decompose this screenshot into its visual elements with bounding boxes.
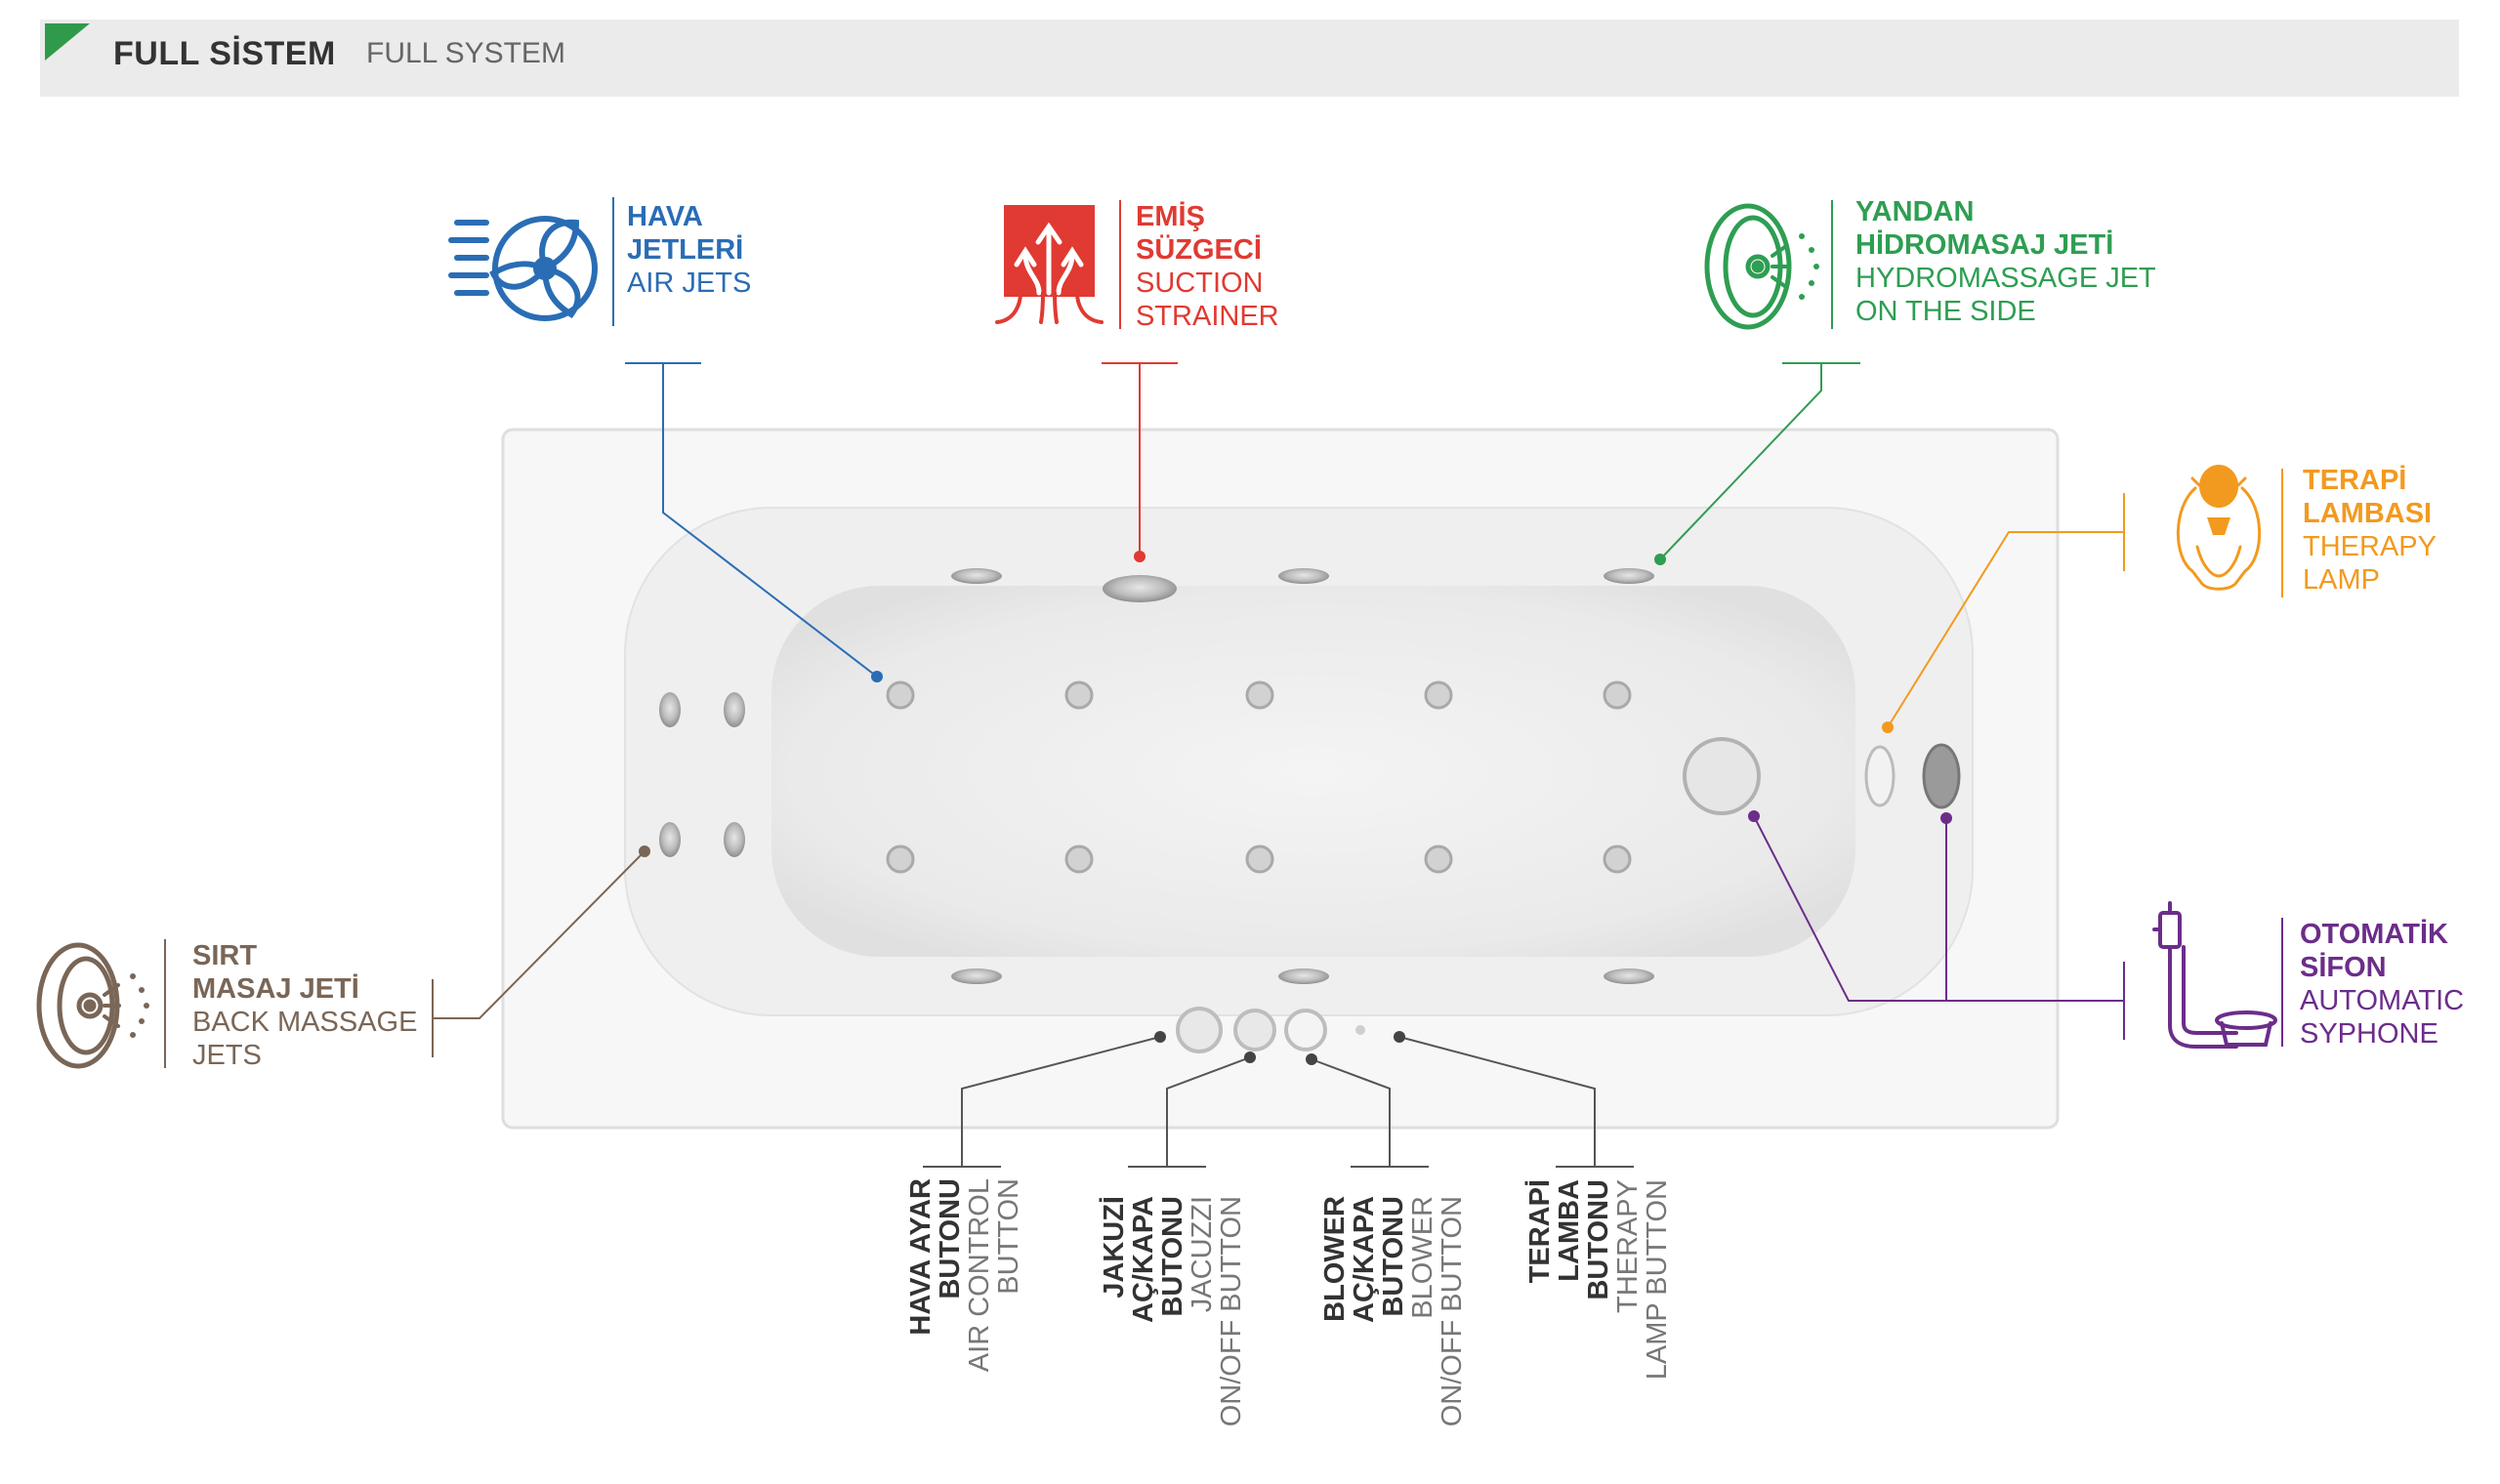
tub-right-fittings — [1683, 737, 1961, 815]
side-jet-title-tr-1: YANDAN — [1855, 196, 1975, 227]
therapy-lamp-leader — [1887, 493, 2125, 728]
air-jets-title-tr-1: HAVA — [627, 201, 703, 232]
therapy-lamp-divider — [2281, 469, 2283, 598]
air-jet-grid — [886, 680, 1632, 874]
side-jet-leader — [1659, 362, 1860, 560]
rim-jets — [951, 568, 1654, 984]
therapy-lamp-button-label: TERAPİ LAMBA BUTONU THERAPY LAMP BUTTON — [1524, 1179, 1673, 1396]
jacuzzi-tr-3: BUTONU — [1157, 1196, 1188, 1317]
side-jet-title-tr-2: HİDROMASAJ JETİ — [1855, 229, 2114, 261]
side-jet-label: YANDAN HİDROMASAJ JETİ HYDROMASSAGE JET … — [1855, 195, 2156, 328]
syphon-divider — [2281, 918, 2283, 1047]
side-hydromassage-jet-icon — [1704, 203, 1819, 330]
therapy-lamp-title-tr-1: TERAPİ — [2303, 465, 2407, 496]
back-jets-title-en-1: BACK MASSAGE — [192, 1007, 418, 1038]
page-subtitle: FULL SYSTEM — [366, 37, 565, 69]
therapy-lamp-title-tr-2: LAMBASI — [2303, 498, 2433, 529]
suction-divider — [1119, 200, 1121, 329]
blower-tr-3: BUTONU — [1378, 1196, 1409, 1317]
back-jets — [659, 692, 745, 857]
jacuzzi-tr-2: AÇ/KAPA — [1128, 1196, 1159, 1323]
air-control-button-label: HAVA AYAR BUTONU AIR CONTROL BUTTON — [905, 1178, 1024, 1388]
back-jets-title-en-2: JETS — [192, 1040, 262, 1071]
suction-title-tr-2: SÜZGECİ — [1136, 234, 1262, 266]
leader-dots — [639, 551, 1952, 1065]
jacuzzi-en-1: JACUZZI — [1187, 1196, 1218, 1313]
therapy-lamp-button-tr-2: LAMBA — [1554, 1179, 1585, 1282]
fan-icon — [448, 216, 598, 321]
therapy-lamp-button-en-1: THERAPY — [1612, 1179, 1644, 1313]
air-control-tr-1: HAVA AYAR — [905, 1178, 937, 1336]
button-leaders — [923, 1036, 1634, 1168]
syphon-drain — [1922, 743, 1961, 809]
suction-title-en-2: STRAINER — [1136, 301, 1279, 332]
therapy-lamp-button-en-2: LAMP BUTTON — [1642, 1179, 1673, 1381]
syphon-label: OTOMATİK SİFON AUTOMATIC SYPHONE — [2300, 918, 2464, 1051]
automatic-syphon-icon — [2152, 901, 2277, 1049]
jacuzzi-button-label: JAKUZİ AÇ/KAPA BUTONU JACUZZI ON/OFF BUT… — [1099, 1196, 1247, 1430]
back-jets-title-tr-1: SIRT — [192, 940, 258, 971]
side-jet-title-en-1: HYDROMASSAGE JET — [1855, 263, 2156, 294]
therapy-lamp-button-tr-3: BUTONU — [1583, 1179, 1614, 1300]
bathtub — [501, 428, 2060, 1130]
suction-title-tr-1: EMİŞ — [1136, 201, 1205, 232]
therapy-lamp — [1864, 745, 1896, 807]
suction-leader — [1102, 362, 1178, 556]
therapy-lamp-label: TERAPİ LAMBASI THERAPY LAMP — [2303, 464, 2437, 597]
syphon-leader — [1753, 815, 2125, 1040]
therapy-lamp-icon — [2176, 465, 2262, 591]
blower-tr-2: AÇ/KAPA — [1349, 1196, 1380, 1323]
back-jets-label: SIRT MASAJ JETİ BACK MASSAGE JETS — [192, 939, 417, 1072]
therapy-lamp-title-en-1: THERAPY — [2303, 531, 2437, 562]
jacuzzi-en-2: ON/OFF BUTTON — [1216, 1196, 1247, 1427]
syphon-title-tr-1: OTOMATİK — [2300, 919, 2448, 950]
side-jet-title-en-2: ON THE SIDE — [1855, 296, 2036, 327]
suction-strainer-icon — [995, 205, 1104, 324]
back-massage-jet-icon — [36, 942, 149, 1069]
air-jets-leader — [625, 362, 878, 678]
blower-tr-1: BLOWER — [1319, 1196, 1351, 1322]
blower-en-1: BLOWER — [1407, 1196, 1438, 1319]
page-title: FULL SİSTEM — [113, 35, 336, 72]
back-jets-divider — [164, 939, 166, 1068]
air-control-tr-2: BUTONU — [935, 1178, 966, 1299]
jacuzzi-tr-1: JAKUZİ — [1099, 1196, 1130, 1298]
syphon-title-en-1: AUTOMATIC — [2300, 985, 2465, 1016]
back-jets-title-tr-2: MASAJ JETİ — [192, 973, 359, 1005]
suction-title-en-1: SUCTION — [1136, 268, 1264, 299]
syphon-title-tr-2: SİFON — [2300, 952, 2387, 983]
air-control-en-1: AIR CONTROL — [964, 1178, 995, 1373]
header-bar — [40, 20, 2459, 97]
green-corner-flag — [45, 23, 90, 61]
blower-en-2: ON/OFF BUTTON — [1437, 1196, 1468, 1427]
side-jet-divider — [1831, 200, 1833, 329]
air-jets-divider — [612, 197, 614, 326]
back-jets-leader — [432, 850, 646, 1057]
suction-strainer — [1103, 575, 1177, 602]
therapy-lamp-title-en-2: LAMP — [2303, 564, 2380, 596]
syphon-title-en-2: SYPHONE — [2300, 1018, 2438, 1050]
suction-label: EMİŞ SÜZGECİ SUCTION STRAINER — [1136, 200, 1279, 333]
air-jets-title-en: AIR JETS — [627, 268, 752, 299]
air-control-en-2: BUTTON — [993, 1178, 1024, 1295]
air-jets-title-tr-2: JETLERİ — [627, 234, 744, 266]
therapy-lamp-button-tr-1: TERAPİ — [1524, 1179, 1556, 1284]
control-buttons — [1176, 1007, 1365, 1053]
blower-button-label: BLOWER AÇ/KAPA BUTONU BLOWER ON/OFF BUTT… — [1319, 1196, 1468, 1430]
air-jets-label: HAVA JETLERİ AIR JETS — [627, 200, 751, 300]
